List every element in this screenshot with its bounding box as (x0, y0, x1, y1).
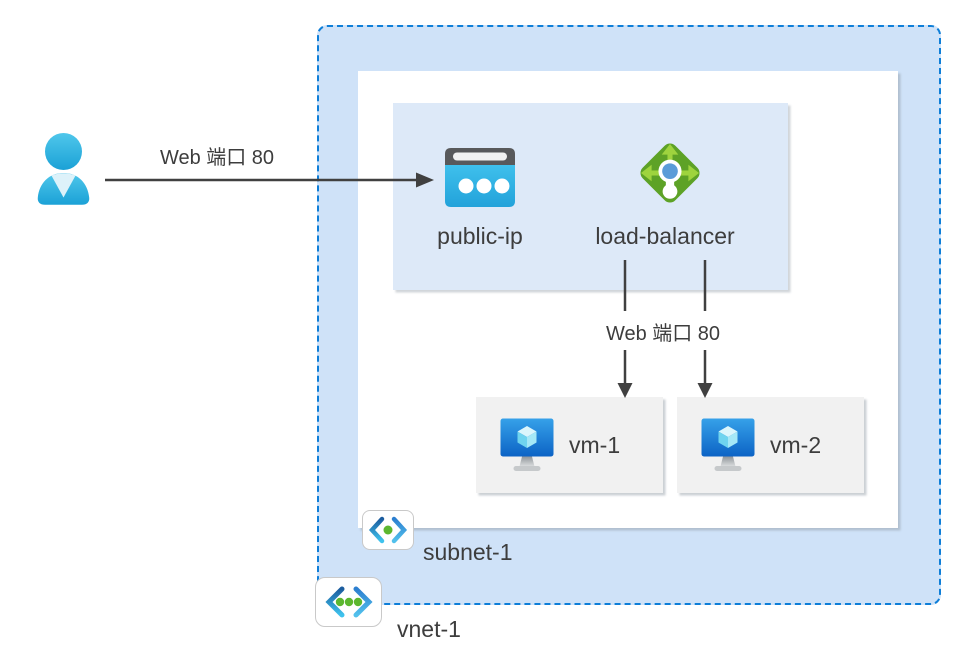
subnet-icon-plaque (362, 510, 414, 550)
subnet-label: subnet-1 (423, 539, 513, 565)
vnet-icon-plaque (315, 577, 382, 627)
subnet-icon (368, 516, 408, 544)
inbound-traffic-label: Web 端口 80 (159, 147, 275, 169)
virtual-network-icon (324, 586, 373, 618)
public-ip-label: public-ip (437, 223, 523, 249)
virtual-machine-icon (500, 418, 554, 471)
vm-2-node: vm-2 (677, 397, 864, 493)
person-icon (37, 133, 90, 205)
vm-1-node: vm-1 (476, 397, 663, 493)
vm-1-label: vm-1 (569, 431, 621, 458)
browser-icon (445, 148, 515, 207)
virtual-machine-icon (701, 418, 755, 471)
vnet-label: vnet-1 (397, 616, 461, 642)
load-balancer-icon (640, 143, 700, 203)
vm-2-label: vm-2 (770, 431, 822, 458)
distribution-traffic-label: Web 端口 80 (605, 323, 721, 345)
load-balancer-label: load-balancer (595, 223, 735, 249)
